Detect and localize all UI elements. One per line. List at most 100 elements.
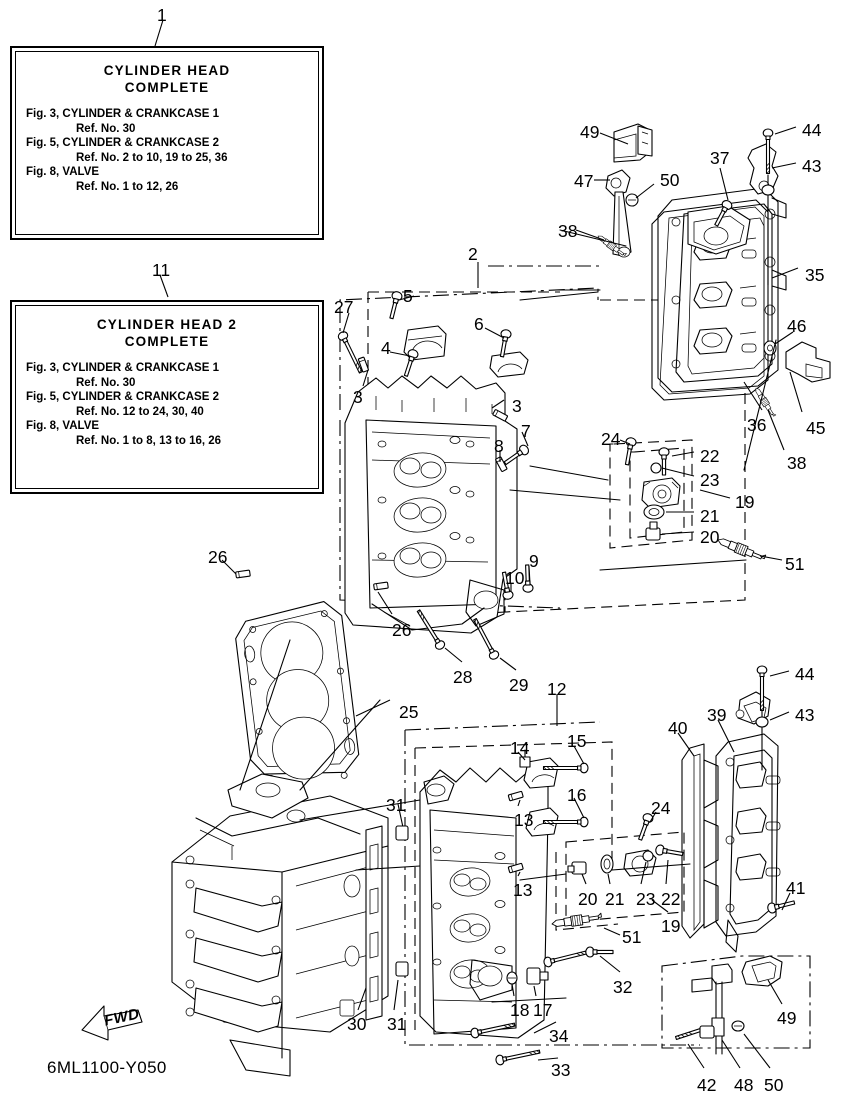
fastener-17 <box>526 967 549 985</box>
leader-11 <box>159 274 169 298</box>
bearing-cap-upper <box>489 351 529 378</box>
diagram-code: 6ML1100-Y050 <box>47 1058 167 1077</box>
group-box-12-top <box>404 721 601 731</box>
dowel-26a <box>235 569 251 579</box>
part-number-callout-22: 22 <box>700 446 720 466</box>
part-number-callout-22: 22 <box>661 889 681 909</box>
crankcase-block <box>171 773 389 1077</box>
sensor-assembly-bottom <box>661 955 811 1055</box>
part-number-callout-13: 13 <box>514 810 534 830</box>
leader-37 <box>719 167 729 201</box>
callout-box-cylinder-head-2-complete: CYLINDER HEAD 2 COMPLETE Fig. 3, CYLINDE… <box>10 300 324 494</box>
part-number-callout-51: 51 <box>622 927 642 947</box>
part-number-callout-18: 18 <box>510 1000 530 1020</box>
part-number-callout-33: 33 <box>551 1060 571 1080</box>
nut-43-upper <box>761 184 775 196</box>
thermostat-housing <box>641 477 681 509</box>
clamp-49-lower <box>741 955 783 987</box>
part-number-callout-8: 8 <box>494 436 504 456</box>
part-number-callout-44: 44 <box>802 120 822 140</box>
part-number-callout-41: 41 <box>786 878 806 898</box>
fastener-4 <box>400 347 420 378</box>
callout-ref-line: Ref. No. 1 to 8, 13 to 16, 26 <box>76 434 222 447</box>
part-number-callout-31: 31 <box>387 1014 407 1034</box>
thermostat-group-19 <box>609 439 693 549</box>
nut-50-upper <box>625 193 639 207</box>
part-number-callout-44: 44 <box>795 664 815 684</box>
part-number-callout-9: 9 <box>529 551 539 571</box>
part-number-callout-35: 35 <box>805 265 825 285</box>
part-number-callout-13: 13 <box>513 880 533 900</box>
fastener-14 <box>519 749 531 768</box>
bolt-22-lower <box>654 843 685 860</box>
part-number-callout-47: 47 <box>574 171 594 191</box>
part-number-callout-3: 3 <box>512 396 522 416</box>
part-number-callout-5: 5 <box>403 286 413 306</box>
leader-51-upper <box>759 555 783 561</box>
dowel-31b <box>395 961 409 977</box>
part-number-callout-51: 51 <box>785 554 805 574</box>
assembly-connector-lines <box>239 229 747 1003</box>
leader-40 <box>677 732 695 757</box>
part-number-callout-32: 32 <box>613 977 633 997</box>
callout-box-cylinder-head-complete: CYLINDER HEAD COMPLETE Fig. 3, CYLINDER … <box>10 46 324 240</box>
part-number-callout-24: 24 <box>601 429 621 449</box>
leader-41 <box>781 892 791 911</box>
nut-43-lower <box>755 716 769 728</box>
cylinder-head-1-casting <box>344 375 518 634</box>
part-number-callout-21: 21 <box>700 506 720 526</box>
nut-50-lower <box>731 1020 745 1032</box>
leaders-upper-head <box>221 295 531 671</box>
oring-21 <box>643 504 665 520</box>
part-number-callout-7: 7 <box>521 421 531 441</box>
cylinder-head-cover-39 <box>715 733 781 953</box>
part-number-callout-16: 16 <box>567 785 587 805</box>
part-number-callout-38: 38 <box>787 453 807 473</box>
sensor-42 <box>674 1025 715 1040</box>
part-number-callout-28: 28 <box>453 667 473 687</box>
fastener-33 <box>494 1046 542 1067</box>
head-gasket-25 <box>235 601 360 782</box>
part-number-callout-29: 29 <box>509 675 529 695</box>
part-number-callout-34: 34 <box>549 1026 569 1046</box>
group-box-2-left <box>339 287 599 410</box>
callout-fig-line: Fig. 5, CYLINDER & CRANKCASE 2 <box>26 137 219 149</box>
part-number-callout-12: 12 <box>547 679 567 699</box>
part-number-callout-43: 43 <box>795 705 815 725</box>
part-number-callout-49: 49 <box>777 1008 797 1028</box>
part-number-callout-26: 26 <box>208 547 228 567</box>
thermostat-group-19-lower <box>555 831 685 931</box>
part-number-callout-19: 19 <box>735 492 755 512</box>
gasket-30 <box>365 825 383 1021</box>
dowel-26b <box>373 581 389 591</box>
part-number-callout-46: 46 <box>787 316 807 336</box>
fwd-direction-arrow: FWD <box>78 1000 154 1042</box>
part-number-callout-25: 25 <box>399 702 419 722</box>
cover-gasket-40 <box>681 743 719 939</box>
washer-23-lower <box>642 850 654 862</box>
part-number-callout-50: 50 <box>660 170 680 190</box>
part-number-callout-43: 43 <box>802 156 822 176</box>
part-number-callout-3: 3 <box>353 387 363 407</box>
part-number-callout-39: 39 <box>707 705 727 725</box>
part-number-callout-10: 10 <box>505 568 525 588</box>
part-number-callout-45: 45 <box>806 418 826 438</box>
part-number-callout-15: 15 <box>567 731 587 751</box>
bracket-45 <box>785 341 831 383</box>
sparkplug-51-lower <box>550 911 603 930</box>
part-number-callout-19: 19 <box>661 916 681 936</box>
part-number-callout-11: 11 <box>152 260 171 280</box>
callout-fig-line: Fig. 3, CYLINDER & CRANKCASE 1 <box>26 362 219 374</box>
part-number-callout-23: 23 <box>700 470 720 490</box>
part-number-callout-31: 31 <box>386 795 406 815</box>
plug-20-lower <box>567 861 587 875</box>
part-number-callout-42: 42 <box>697 1075 717 1095</box>
fastener-18 <box>506 971 518 985</box>
callout-ref-line: Ref. No. 30 <box>76 122 136 135</box>
part-number-callout-24: 24 <box>651 798 671 818</box>
leader-39 <box>717 719 735 753</box>
part-number-callout-48: 48 <box>734 1075 754 1095</box>
part-number-callout-1: 1 <box>157 5 167 25</box>
